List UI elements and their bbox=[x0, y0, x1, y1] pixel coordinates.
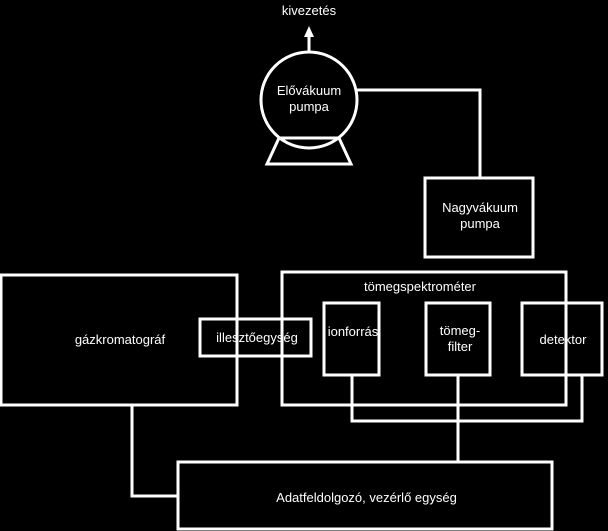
gas-chromatograph-box bbox=[0, 273, 239, 407]
detector-box bbox=[520, 301, 604, 377]
control-unit-box bbox=[176, 460, 554, 531]
high-vacuum-pump-label-line2: pumpa bbox=[460, 216, 500, 231]
mass-spectrometer-box bbox=[280, 270, 568, 407]
high-vacuum-pump-label: Nagyvákuum pumpa bbox=[425, 200, 535, 232]
fore-vacuum-pump-label: Elővákuum pumpa bbox=[259, 83, 359, 115]
mass-spectrometer-label: tömegspektrométer bbox=[364, 279, 476, 294]
outlet-label: kivezetés bbox=[281, 3, 337, 18]
mass-filter-label-line2: filter bbox=[447, 339, 473, 354]
detector-label: detektor bbox=[539, 332, 587, 347]
ion-source-label: ionforrás bbox=[327, 324, 379, 339]
interface-label: illesztőegység bbox=[216, 330, 298, 345]
fore-vacuum-pump-label-line2: pumpa bbox=[289, 99, 329, 114]
fore-vacuum-pump-base bbox=[264, 136, 354, 166]
fore-vacuum-pump-circle bbox=[259, 50, 359, 150]
gas-chromatograph-wire bbox=[130, 405, 178, 498]
outlet-arrow-head bbox=[304, 26, 314, 37]
gas-chromatograph-label: gázkromatográf bbox=[74, 332, 166, 347]
mass-filter-label: tömeg- filter bbox=[426, 323, 494, 355]
ion-source-wire bbox=[350, 375, 584, 423]
high-vacuum-pump-box bbox=[423, 176, 535, 259]
high-vacuum-pump-label-line1: Nagyvákuum bbox=[442, 200, 518, 215]
mass-filter-label-line1: tömeg- bbox=[439, 323, 481, 338]
control-unit-label: Adatfeldolgozó, vezérlő egység bbox=[276, 490, 457, 505]
fore-vacuum-pump-label-line1: Elővákuum bbox=[276, 83, 342, 98]
pump-connection-line bbox=[357, 88, 482, 178]
interface-box bbox=[198, 317, 313, 358]
